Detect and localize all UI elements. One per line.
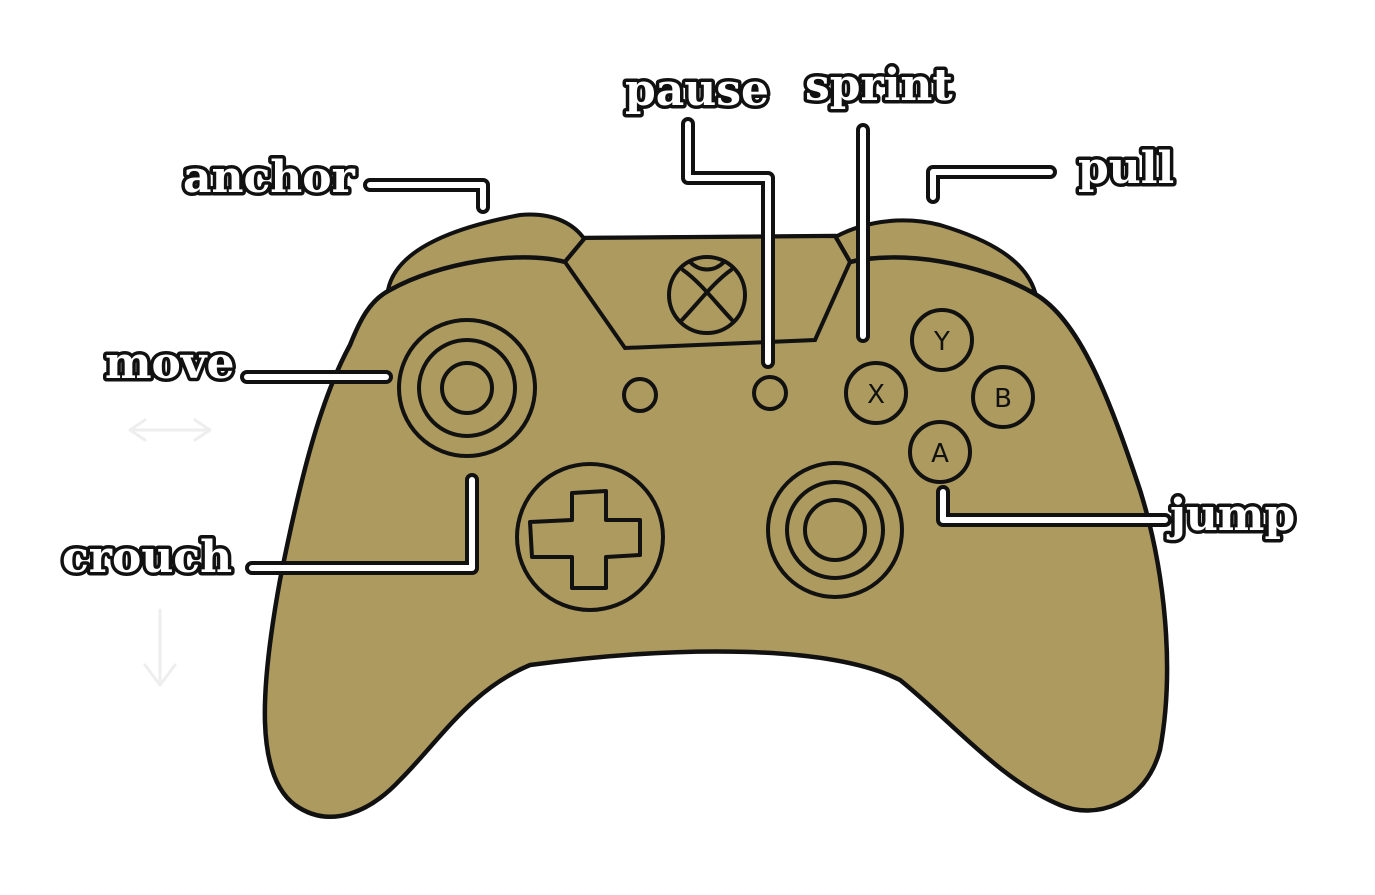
x-button-label: X bbox=[867, 380, 885, 410]
view-button[interactable] bbox=[622, 377, 658, 413]
b-button[interactable]: B bbox=[971, 365, 1035, 429]
crouch-hint-arrow-icon bbox=[143, 608, 177, 687]
y-button[interactable]: Y bbox=[910, 308, 974, 372]
leader-lines bbox=[240, 117, 1172, 575]
x-button[interactable]: X bbox=[844, 361, 908, 425]
b-button-label: B bbox=[994, 384, 1012, 414]
a-button[interactable]: A bbox=[908, 420, 972, 484]
crouch-label: crouch bbox=[62, 532, 232, 583]
right-thumbstick[interactable] bbox=[766, 461, 904, 599]
move-hint-arrow-icon bbox=[128, 418, 212, 442]
left-thumbstick[interactable] bbox=[397, 318, 537, 458]
anchor-label: anchor bbox=[183, 152, 356, 203]
guide-button[interactable] bbox=[667, 255, 747, 335]
move-label: move bbox=[105, 338, 234, 389]
sprint-label: sprint bbox=[805, 60, 953, 111]
d-pad[interactable] bbox=[515, 462, 665, 612]
d-pad-cross-icon bbox=[528, 489, 642, 590]
y-button-label: Y bbox=[933, 327, 950, 357]
menu-button[interactable] bbox=[752, 375, 788, 411]
jump-label: jump bbox=[1166, 490, 1295, 541]
pull-label: pull bbox=[1078, 143, 1174, 194]
a-button-label: A bbox=[931, 439, 949, 469]
pause-label: pause bbox=[625, 65, 769, 116]
